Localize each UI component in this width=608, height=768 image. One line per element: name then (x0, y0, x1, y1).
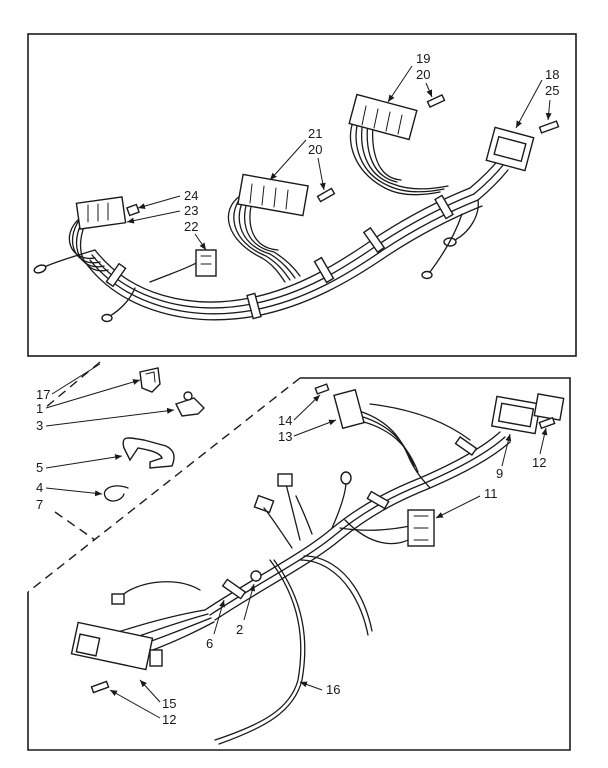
callout-17: 17 (36, 387, 50, 402)
hook-part-4 (103, 485, 129, 502)
callout-14: 14 (278, 413, 292, 428)
callout-7: 7 (36, 497, 43, 512)
long-wire-16 (214, 559, 302, 741)
connector-15 (70, 621, 154, 671)
clamp-part-3 (175, 397, 205, 417)
callout-20-middle: 20 (308, 142, 322, 157)
callout-1: 1 (36, 401, 43, 416)
upper-wiring-harness (33, 93, 560, 323)
middle-connector-block (237, 173, 309, 217)
loose-parts: 17 1 3 5 4 7 (36, 361, 205, 541)
callout-6: 6 (206, 636, 213, 651)
clip-part-1 (139, 367, 161, 393)
upper-right-connector-block (348, 93, 418, 141)
callout-5: 5 (36, 460, 43, 475)
callout-23: 23 (184, 203, 198, 218)
callout-13: 13 (278, 429, 292, 444)
callout-11: 11 (484, 486, 498, 501)
callout-20-upper: 20 (416, 67, 430, 82)
callout-15: 15 (162, 696, 176, 711)
callout-21: 21 (308, 126, 322, 141)
callout-24: 24 (184, 188, 198, 203)
upper-harness-frame (27, 33, 577, 357)
callout-19: 19 (416, 51, 430, 66)
callout-9: 9 (496, 466, 503, 481)
lower-wiring-harness (70, 383, 565, 745)
lower-harness-frame (27, 377, 571, 751)
upper-callouts: 24 23 22 21 20 19 20 18 25 (126, 51, 559, 251)
callout-25: 25 (545, 83, 559, 98)
dashed-divider (44, 361, 101, 409)
callout-12-left: 12 (162, 712, 176, 727)
plug-22 (195, 249, 217, 277)
callout-18: 18 (545, 67, 559, 82)
clamp-part-5 (122, 437, 175, 469)
left-connector-block (75, 196, 127, 230)
callout-2: 2 (236, 622, 243, 637)
callout-4: 4 (36, 480, 43, 495)
callout-22: 22 (184, 219, 198, 234)
connector-13 (333, 388, 365, 430)
callout-16: 16 (326, 682, 340, 697)
callout-12-right: 12 (532, 455, 546, 470)
callout-3: 3 (36, 418, 43, 433)
lower-callouts: 14 13 9 12 11 6 2 16 15 12 (109, 394, 548, 727)
